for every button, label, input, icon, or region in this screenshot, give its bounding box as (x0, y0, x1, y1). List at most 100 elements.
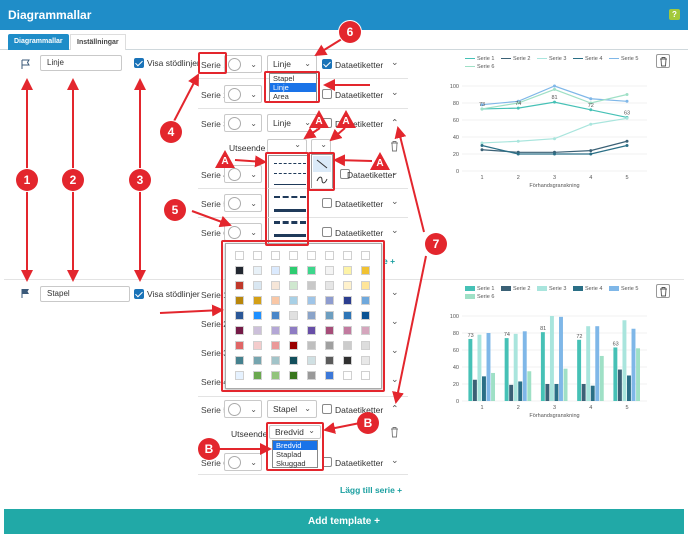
color-swatch[interactable] (271, 326, 280, 335)
color-swatch[interactable] (289, 251, 298, 260)
color-swatch[interactable] (253, 311, 262, 320)
expand-chevron-icon[interactable]: ⌄ (391, 455, 399, 465)
color-swatch[interactable] (235, 266, 244, 275)
color-swatch[interactable] (253, 326, 262, 335)
series-color-picker[interactable]: ⌄ (224, 85, 262, 103)
curved-line-icon[interactable] (315, 174, 329, 186)
series-color-picker[interactable]: ⌄ (224, 114, 262, 132)
color-swatch[interactable] (253, 266, 262, 275)
color-swatch[interactable] (271, 371, 280, 380)
color-swatch[interactable] (253, 281, 262, 290)
color-swatch[interactable] (307, 251, 316, 260)
color-swatch[interactable] (361, 251, 370, 260)
color-swatch[interactable] (307, 341, 316, 350)
flag-outline-icon[interactable] (20, 59, 31, 70)
tab-installningar[interactable]: Inställningar (70, 34, 126, 50)
color-swatch[interactable] (253, 296, 262, 305)
color-swatch[interactable] (271, 266, 280, 275)
color-swatch[interactable] (253, 371, 262, 380)
expand-chevron-icon[interactable]: ⌄ (391, 316, 399, 326)
color-swatch[interactable] (235, 296, 244, 305)
color-swatch[interactable] (271, 356, 280, 365)
help-icon[interactable]: ? (669, 9, 680, 20)
color-swatch[interactable] (361, 341, 370, 350)
series-color-picker[interactable]: ⌄ (224, 55, 262, 73)
trash-icon[interactable] (389, 140, 400, 152)
color-swatch[interactable] (289, 311, 298, 320)
dash-style-option[interactable] (274, 221, 306, 224)
expand-chevron-icon[interactable]: ⌄ (391, 87, 399, 97)
bar-appearance-select[interactable]: Bredvid⌄ (269, 425, 321, 439)
color-swatch[interactable] (325, 356, 334, 365)
color-swatch[interactable] (343, 311, 352, 320)
color-swatch[interactable] (307, 326, 316, 335)
color-swatch[interactable] (307, 266, 316, 275)
color-swatch[interactable] (343, 296, 352, 305)
dash-style-option[interactable] (274, 209, 306, 212)
color-swatch[interactable] (271, 251, 280, 260)
color-swatch[interactable] (325, 266, 334, 275)
bar-appearance-dropdown[interactable]: Bredvid Staplad Skuggad (272, 440, 318, 468)
appearance-option-bredvid[interactable]: Bredvid (273, 441, 317, 450)
color-swatch[interactable] (343, 326, 352, 335)
dash-style-option[interactable] (274, 184, 306, 185)
delete-template-button[interactable] (656, 54, 670, 68)
data-labels-checkbox[interactable] (322, 404, 332, 414)
color-swatch[interactable] (307, 296, 316, 305)
color-swatch[interactable] (307, 281, 316, 290)
color-swatch[interactable] (325, 251, 334, 260)
appearance-option-staplad[interactable]: Staplad (276, 450, 302, 459)
color-swatch[interactable] (235, 281, 244, 290)
type-option-linje[interactable]: Linje (270, 83, 316, 92)
expand-chevron-icon[interactable]: ⌄ (391, 374, 399, 384)
expand-chevron-icon[interactable]: ⌄ (391, 225, 399, 235)
color-swatch[interactable] (343, 251, 352, 260)
type-option-area[interactable]: Area (273, 92, 289, 101)
color-swatch[interactable] (253, 251, 262, 260)
expand-chevron-icon[interactable]: ⌄ (391, 287, 399, 297)
series-type-select[interactable]: Stapel⌄ (267, 400, 317, 418)
dash-style-option[interactable] (274, 173, 306, 174)
series-color-picker[interactable]: ⌄ (224, 165, 262, 183)
color-swatch[interactable] (343, 341, 352, 350)
color-swatch[interactable] (289, 326, 298, 335)
color-swatch[interactable] (361, 296, 370, 305)
color-swatch[interactable] (343, 371, 352, 380)
color-swatch[interactable] (253, 356, 262, 365)
series-color-picker[interactable]: ⌄ (224, 400, 262, 418)
color-swatch[interactable] (271, 311, 280, 320)
show-gridlines-checkbox[interactable] (134, 289, 144, 299)
color-swatch[interactable] (289, 341, 298, 350)
straight-line-icon[interactable] (315, 158, 329, 170)
color-swatch[interactable] (235, 371, 244, 380)
series-color-picker[interactable]: ⌄ (224, 194, 262, 212)
color-swatch[interactable] (361, 281, 370, 290)
color-swatch[interactable] (235, 311, 244, 320)
delete-template-button[interactable] (656, 284, 670, 298)
color-swatch[interactable] (361, 311, 370, 320)
color-swatch[interactable] (289, 266, 298, 275)
show-gridlines-checkbox[interactable] (134, 58, 144, 68)
color-swatch[interactable] (271, 281, 280, 290)
color-swatch[interactable] (343, 266, 352, 275)
data-labels-checkbox[interactable] (322, 59, 332, 69)
expand-chevron-icon[interactable]: ⌄ (391, 345, 399, 355)
color-swatch[interactable] (343, 281, 352, 290)
color-swatch[interactable] (361, 356, 370, 365)
color-swatch[interactable] (289, 371, 298, 380)
dash-style-option[interactable] (274, 196, 306, 198)
color-swatch[interactable] (325, 371, 334, 380)
series-type-dropdown[interactable]: Stapel Linje Area (269, 73, 317, 102)
dash-style-option[interactable] (274, 163, 306, 164)
color-palette-dropdown[interactable] (225, 243, 382, 389)
trash-icon[interactable] (389, 426, 400, 438)
color-swatch[interactable] (271, 341, 280, 350)
expand-chevron-icon[interactable]: ⌄ (391, 57, 399, 67)
add-template-button[interactable]: Add template + (4, 509, 684, 534)
color-swatch[interactable] (361, 266, 370, 275)
template-name-input[interactable]: Linje (40, 55, 122, 71)
color-swatch[interactable] (253, 341, 262, 350)
color-swatch[interactable] (289, 281, 298, 290)
color-swatch[interactable] (325, 326, 334, 335)
add-series-link[interactable]: Lägg till serie + (340, 485, 403, 495)
